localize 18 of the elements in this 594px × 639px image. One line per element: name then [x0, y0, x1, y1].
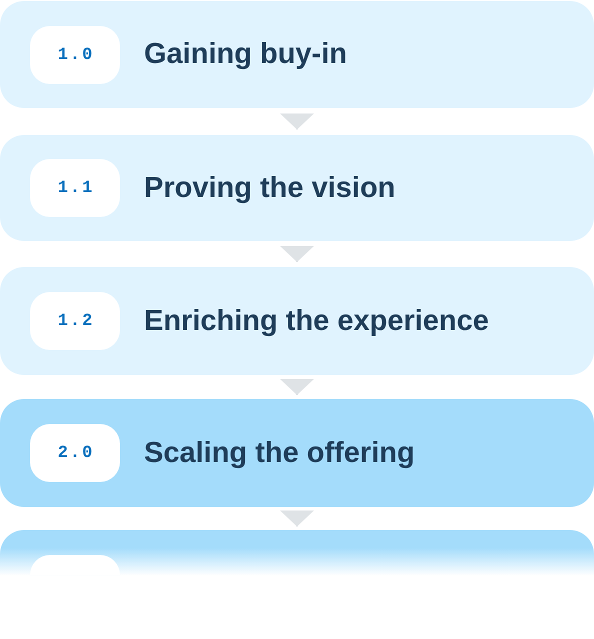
step-card: [0, 1, 594, 108]
step-title: Gaining buy-in: [144, 37, 347, 72]
step-number: 1.1: [30, 159, 120, 217]
step-number: 1.0: [30, 26, 120, 84]
step-number: 2.0: [30, 424, 120, 482]
step-card: [0, 135, 594, 241]
arrow: [280, 510, 314, 526]
step-number: 1.2: [30, 292, 120, 350]
arrow: [280, 114, 314, 130]
step-card: [0, 399, 594, 507]
step-title: Enriching the experience: [144, 304, 489, 338]
arrow: [280, 379, 314, 395]
blank-number-tile: [30, 555, 120, 575]
arrow: [280, 246, 314, 262]
step-title: Scaling the offering: [144, 436, 415, 470]
step-card: [0, 267, 594, 375]
step-title: Proving the vision: [144, 170, 396, 206]
faded-step-card: [0, 530, 594, 577]
